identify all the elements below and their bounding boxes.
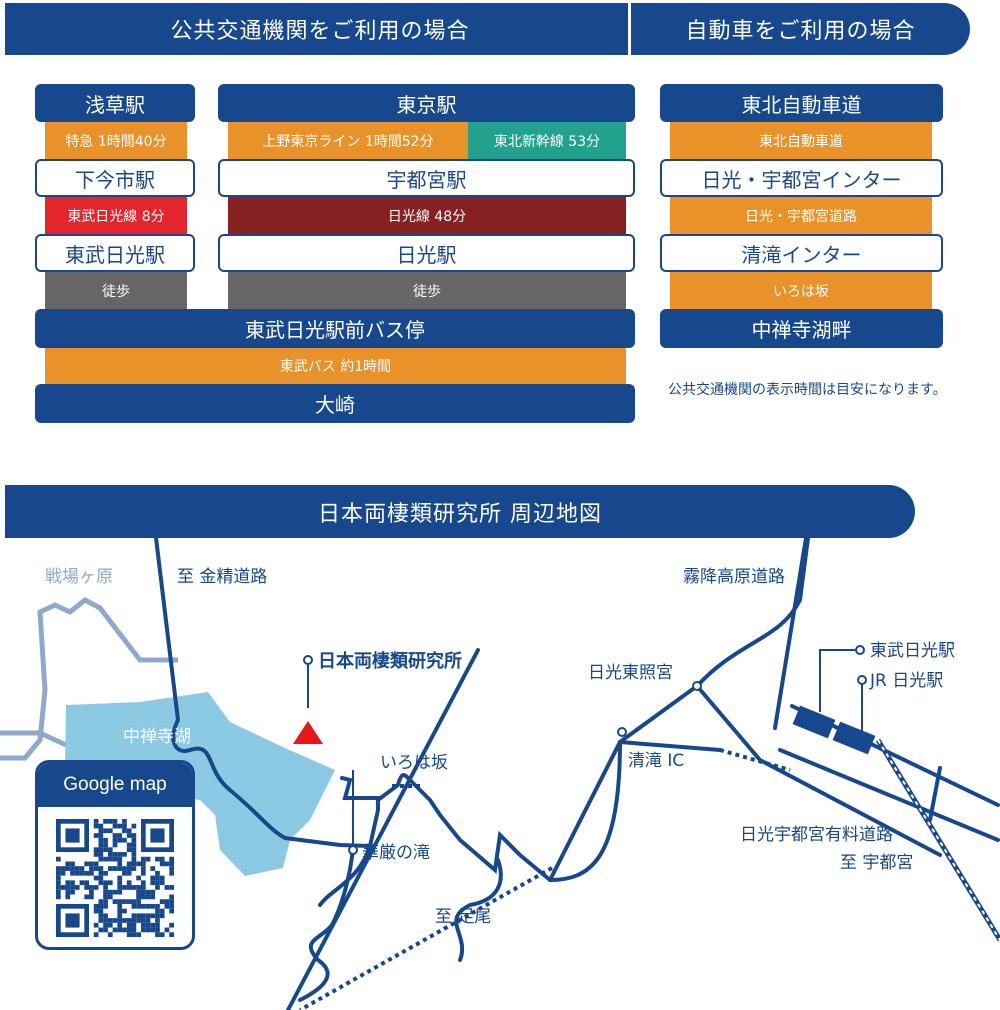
leg-limited-express: 特急 1時間40分 [45,122,187,159]
nikko-utsunomiya-interchange: 日光・宇都宮インター [660,159,943,197]
car-header: 自動車をご利用の場合 [628,3,970,55]
senjogahara-boundary [0,597,178,761]
leg-expressway: 東北自動車道 [670,122,932,159]
lake-chuzenji [65,692,335,876]
jr-nikko-station-block [832,721,876,755]
destination-osaki: 大崎 [35,384,635,423]
road-to-ashio [299,866,553,1010]
label-to-konsei: 至 金精道路 [177,567,267,587]
map-title: 日本両棲類研究所 周辺地図 [318,501,602,527]
label-toshogu: 日光東照宮 [588,663,673,683]
pointer-lines [307,649,863,848]
tobu-nikko-station-block [792,705,836,739]
label-irohazaka: いろは坂 [380,753,448,773]
car-start-expressway: 東北自動車道 [660,84,943,122]
public-transport-header: 公共交通機関をご利用の場合 [5,3,655,55]
label-tobu-nikko: 東武日光駅 [870,641,955,661]
roads [154,538,1000,1010]
label-lake: 中禅寺湖 [123,727,191,747]
label-toll-road: 日光宇都宮有料道路 [740,825,893,845]
google-map-qr-card[interactable]: Google map [35,760,195,950]
station-tobu-nikko: 東武日光駅 [35,234,195,272]
railway-dashes [877,739,1000,941]
area-map: 戦場ヶ原 至 金精道路 霧降高原道路 中禅寺湖 日本両棲類研究所 日光東照宮 東… [0,538,1000,1010]
label-kirifuri: 霧降高原道路 [683,567,785,587]
leg-tobu-bus: 東武バス 約1時間 [45,348,626,384]
public-transport-title: 公共交通機関をご利用の場合 [170,19,470,44]
label-jr-nikko: JR 日光駅 [869,671,943,691]
station-asakusa: 浅草駅 [35,84,195,122]
car-destination-lakeside: 中禅寺湖畔 [660,309,943,348]
google-map-label: Google map [38,763,192,807]
station-tokyo: 東京駅 [218,84,635,122]
leg-nikko-line: 日光線 48分 [228,197,626,234]
leg-tohoku-shinkansen: 東北新幹線 53分 [468,122,626,159]
station-shimoimaichi: 下今市駅 [35,159,195,197]
qr-code-icon[interactable] [56,819,174,937]
station-nikko: 日光駅 [218,234,635,272]
label-to-utsunomiya: 至 宇都宮 [840,853,913,873]
leg-irohazaka: いろは坂 [670,272,932,309]
map-header: 日本両棲類研究所 周辺地図 [5,485,915,538]
leg-walk-asakusa: 徒歩 [45,272,187,309]
bus-stop-tobu-nikko: 東武日光駅前バス停 [35,309,635,348]
time-note: 公共交通機関の表示時間は目安になります。 [668,382,947,398]
point-markers [303,645,867,855]
kiyotaki-interchange: 清滝インター [660,234,943,272]
label-kiyotaki-ic: 清滝 IC [628,751,684,771]
label-institute: 日本両棲類研究所 [318,650,462,672]
leg-nikko-utsunomiya-road: 日光・宇都宮道路 [670,197,932,234]
label-kegon: 華厳の滝 [362,843,430,863]
leg-walk-tokyo: 徒歩 [228,272,626,309]
institute-location-marker [293,721,323,744]
leg-tobu-nikko-line: 東武日光線 8分 [45,197,187,234]
label-senjogahara: 戦場ヶ原 [45,567,113,587]
station-utsunomiya: 宇都宮駅 [218,159,635,197]
car-title: 自動車をご利用の場合 [685,19,916,44]
label-to-ashio: 至 足尾 [435,907,491,927]
leg-ueno-tokyo-line: 上野東京ライン 1時間52分 [228,122,468,159]
